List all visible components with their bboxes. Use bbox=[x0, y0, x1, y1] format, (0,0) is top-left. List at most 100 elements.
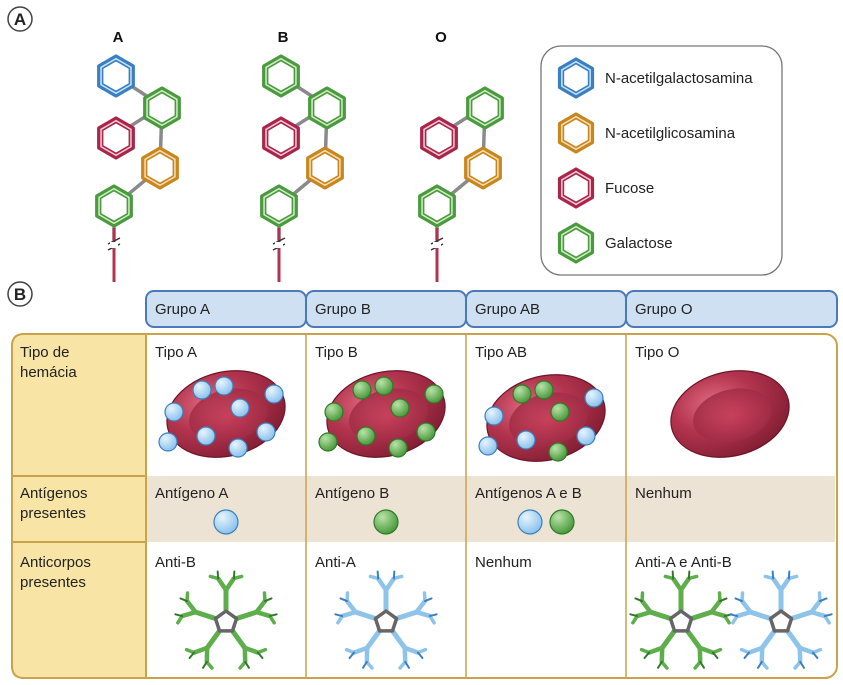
panel-b-badge bbox=[7, 281, 33, 307]
antigen-label-ab: Antígenos A e B bbox=[475, 485, 582, 502]
galactose-hexagon-icon bbox=[466, 86, 504, 130]
antigen-a-icon bbox=[158, 432, 178, 452]
antigen-b-icon bbox=[356, 426, 376, 446]
antigen-a-icon bbox=[214, 376, 234, 396]
group-tab: Grupo B bbox=[305, 290, 467, 328]
antigen-label-a: Antígeno A bbox=[155, 485, 228, 502]
antigen-b-icon bbox=[374, 376, 394, 396]
rbc-type-a: Tipo A bbox=[155, 344, 197, 361]
group-tab-label: Grupo O bbox=[635, 301, 693, 318]
antigen-b-icon bbox=[324, 402, 344, 422]
antigen-b-icon bbox=[390, 398, 410, 418]
legend-item: Galactose bbox=[557, 222, 673, 264]
row-header-antibodies-line1: Anticorpos bbox=[20, 554, 91, 571]
antigen-b-icon bbox=[416, 422, 436, 442]
antigen-b-icon bbox=[373, 509, 399, 535]
panel-a: A A B O N-acetilgalactosaminaN-acetilgli… bbox=[7, 6, 783, 282]
red-blood-cell bbox=[318, 370, 446, 458]
galactose-hexagon-icon bbox=[262, 54, 300, 98]
anti-a-antibody-icon bbox=[729, 570, 833, 670]
antigen-a-icon bbox=[192, 380, 212, 400]
legend-label: Fucose bbox=[605, 180, 654, 197]
antigen-a-icon bbox=[484, 406, 504, 426]
n-acetilglicosamina-hexagon-icon bbox=[557, 112, 595, 154]
antigen-a-icon bbox=[213, 509, 239, 535]
rbc-type-o: Tipo O bbox=[635, 344, 679, 361]
group-tab: Grupo AB bbox=[465, 290, 627, 328]
galactose-hexagon-icon bbox=[418, 184, 456, 228]
oligosaccharide-chains bbox=[95, 54, 504, 282]
row-header-column bbox=[11, 333, 147, 679]
anti-b-antibody-icon bbox=[174, 570, 278, 670]
legend-label: N-acetilgalactosamina bbox=[605, 70, 753, 87]
group-tab-label: Grupo AB bbox=[475, 301, 540, 318]
antigen-a-icon bbox=[228, 438, 248, 458]
rbc-type-b: Tipo B bbox=[315, 344, 358, 361]
panel-a-badge bbox=[7, 6, 33, 32]
antigen-label-b: Antígeno B bbox=[315, 485, 389, 502]
red-blood-cells bbox=[158, 370, 790, 462]
antibody-markers bbox=[174, 570, 833, 670]
chain-o-label: O bbox=[435, 29, 447, 46]
antigen-b-icon bbox=[424, 384, 444, 404]
n-acetilgalactosamina-hexagon-icon bbox=[557, 57, 595, 99]
n-acetilglicosamina-hexagon-icon bbox=[141, 146, 179, 190]
antigen-b-icon bbox=[534, 380, 554, 400]
group-tab-label: Grupo A bbox=[155, 301, 210, 318]
antibody-label-a: Anti-B bbox=[155, 554, 196, 571]
antigen-a-icon bbox=[264, 384, 284, 404]
antigen-a-icon bbox=[196, 426, 216, 446]
chain-gap bbox=[275, 242, 283, 248]
sugar-legend: N-acetilgalactosaminaN-acetilglicosamina… bbox=[557, 57, 753, 264]
anti-b-antibody-icon bbox=[629, 570, 733, 670]
antibody-label-ab: Nenhum bbox=[475, 554, 532, 571]
group-tab: Grupo O bbox=[625, 290, 838, 328]
antigen-b-icon bbox=[550, 402, 570, 422]
antibody-label-o: Anti-A e Anti-B bbox=[635, 554, 732, 571]
red-blood-cell bbox=[670, 370, 790, 458]
chain-gap bbox=[110, 242, 118, 248]
antigen-a-icon bbox=[230, 398, 250, 418]
fucose-hexagon-icon bbox=[557, 167, 595, 209]
red-blood-cell bbox=[158, 370, 286, 458]
legend-item: N-acetilglicosamina bbox=[557, 112, 736, 154]
n-acetilglicosamina-hexagon-icon bbox=[464, 146, 502, 190]
n-acetilgalactosamina-hexagon-icon bbox=[97, 54, 135, 98]
legend-item: N-acetilgalactosamina bbox=[557, 57, 753, 99]
chain-gap bbox=[433, 242, 441, 248]
legend-label: Galactose bbox=[605, 235, 673, 252]
legend-item: Fucose bbox=[557, 167, 654, 209]
group-tab-label: Grupo B bbox=[315, 301, 371, 318]
galactose-hexagon-icon bbox=[557, 222, 595, 264]
chain-a-label: A bbox=[113, 29, 124, 46]
antigen-a-icon bbox=[517, 509, 543, 535]
anti-a-antibody-icon bbox=[334, 570, 438, 670]
antigen-a-icon bbox=[478, 436, 498, 456]
chain-a bbox=[95, 54, 181, 282]
antigen-markers bbox=[213, 509, 575, 535]
group-tabs: Grupo A Grupo B Grupo AB Grupo O bbox=[145, 290, 838, 328]
panel-b-letter: B bbox=[14, 285, 26, 304]
chain-o bbox=[418, 86, 504, 282]
galactose-hexagon-icon bbox=[308, 86, 346, 130]
row-header-rbc-line1: Tipo de bbox=[20, 344, 69, 361]
sugar-legend-box bbox=[540, 45, 783, 276]
row-header-antibodies-line2: presentes bbox=[20, 574, 86, 591]
antigen-a-icon bbox=[256, 422, 276, 442]
red-blood-cell bbox=[478, 374, 606, 462]
antigen-b-icon bbox=[388, 438, 408, 458]
antigen-b-icon bbox=[549, 509, 575, 535]
group-tab: Grupo A bbox=[145, 290, 307, 328]
row-header-antigens-line1: Antígenos bbox=[20, 485, 88, 502]
galactose-hexagon-icon bbox=[260, 184, 298, 228]
antigen-a-icon bbox=[576, 426, 596, 446]
galactose-hexagon-icon bbox=[143, 86, 181, 130]
antigen-b-icon bbox=[512, 384, 532, 404]
antigen-band bbox=[14, 476, 835, 542]
antigen-a-icon bbox=[584, 388, 604, 408]
antigen-label-o: Nenhum bbox=[635, 485, 692, 502]
antibody-label-b: Anti-A bbox=[315, 554, 356, 571]
n-acetilglicosamina-hexagon-icon bbox=[306, 146, 344, 190]
